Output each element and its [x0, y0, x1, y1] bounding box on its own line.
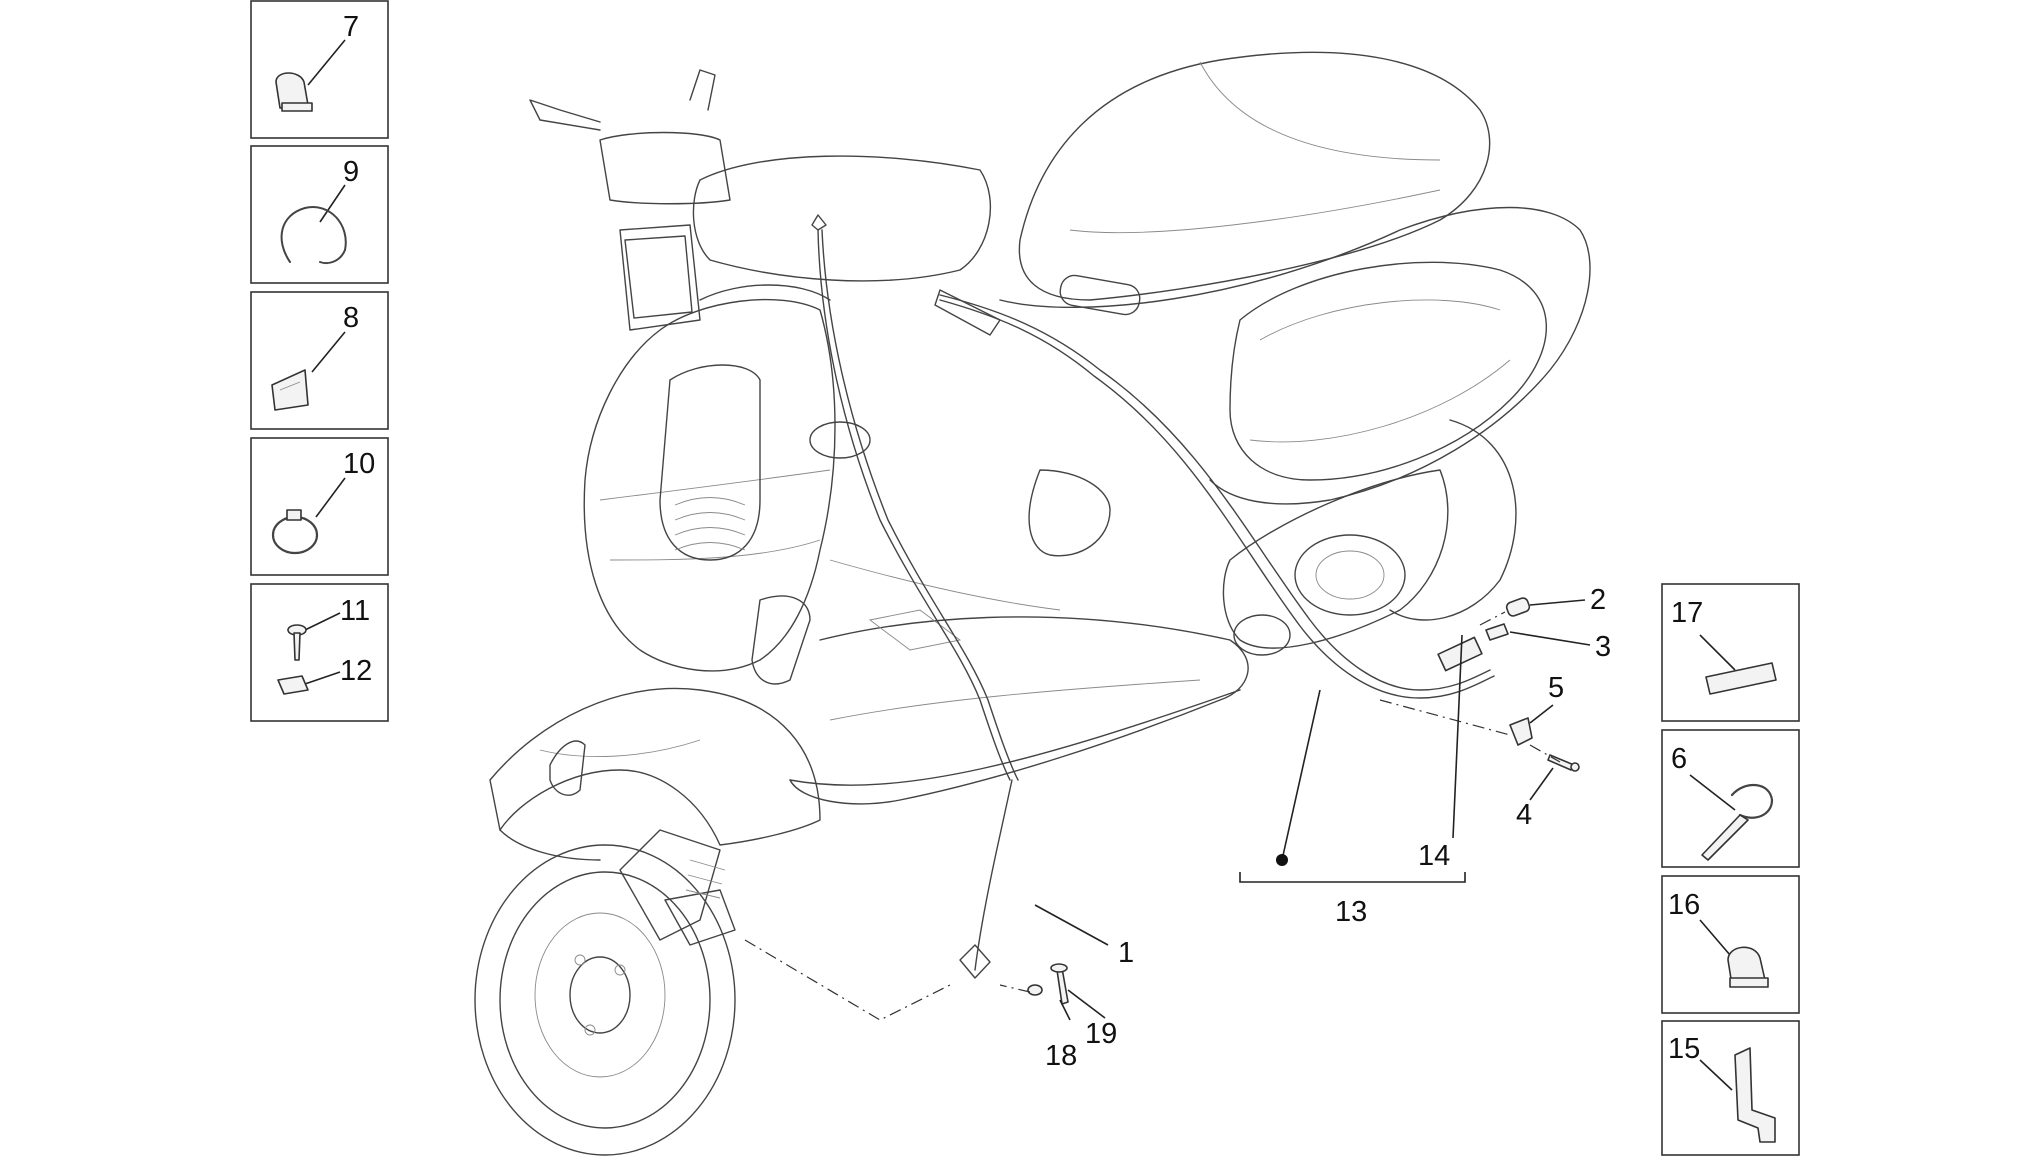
callout-16: 16 — [1668, 889, 1700, 921]
callout-5: 5 — [1548, 672, 1564, 704]
callout-2: 2 — [1590, 584, 1606, 616]
leader-lines — [1034, 599, 1591, 1021]
callout-12: 12 — [340, 655, 372, 687]
callout-13: 13 — [1335, 896, 1367, 928]
adjuster-part-3 — [1485, 623, 1509, 641]
callout-14: 14 — [1418, 840, 1450, 872]
callout-4: 4 — [1516, 799, 1532, 831]
callout-8: 8 — [343, 302, 359, 334]
callout-3: 3 — [1595, 631, 1611, 663]
callout-19: 19 — [1085, 1018, 1117, 1050]
detail-box-9: 9 — [250, 145, 389, 284]
callout-6: 6 — [1671, 743, 1687, 775]
bracket-part-5 — [1509, 717, 1533, 746]
callout-7: 7 — [343, 11, 359, 43]
callout-1: 1 — [1118, 937, 1134, 969]
callout-17: 17 — [1671, 597, 1703, 629]
speedometer-cable — [811, 214, 1019, 979]
detail-box-16: 16 — [1661, 875, 1800, 1014]
detail-box-7: 7 — [250, 0, 389, 139]
callout-11: 11 — [340, 595, 370, 627]
scooter-illustration — [474, 51, 1591, 1156]
bolt-part-19 — [1050, 963, 1069, 1005]
detail-box-6: 6 — [1661, 729, 1800, 868]
detail-box-17: 17 — [1661, 583, 1800, 722]
detail-box-11-12: 11 12 — [250, 583, 389, 722]
callout-9: 9 — [343, 156, 359, 188]
assembly-lines — [744, 611, 1561, 1021]
rear-brake-cable — [934, 289, 1495, 699]
detail-box-15: 15 — [1661, 1020, 1800, 1156]
callout-18: 18 — [1045, 1040, 1077, 1072]
detail-box-8: 8 — [250, 291, 389, 430]
washer-part-18 — [1027, 984, 1043, 996]
cable-nipple-part-2 — [1505, 597, 1531, 617]
detail-box-10: 10 — [250, 437, 389, 576]
callout-15: 15 — [1668, 1033, 1700, 1065]
callout-10: 10 — [343, 448, 375, 480]
bullet-marker — [1276, 854, 1288, 866]
